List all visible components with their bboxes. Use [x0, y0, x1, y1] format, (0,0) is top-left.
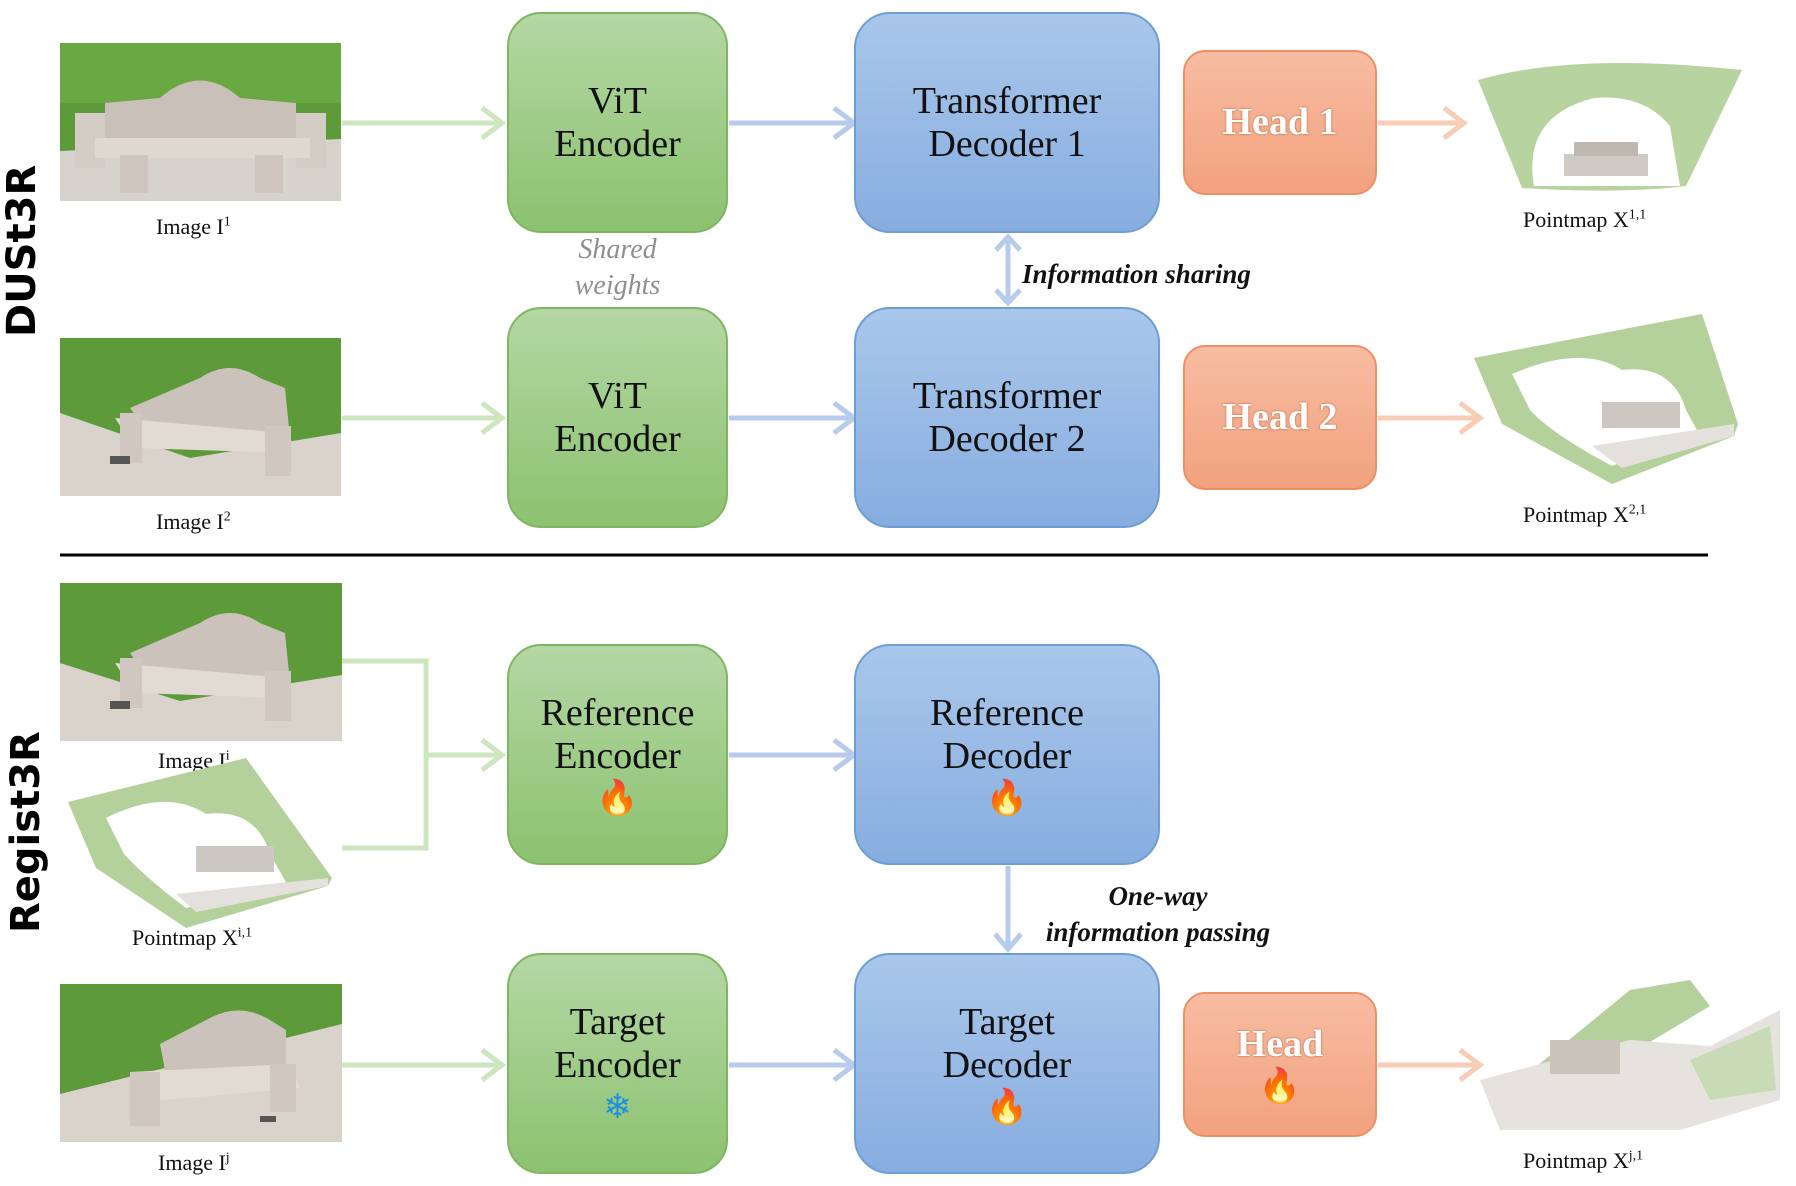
pointmap-2-image [1472, 314, 1740, 484]
shared-weights-label: Shared weights [574, 234, 661, 301]
arrow-imagej-to-target-encoder [342, 1048, 507, 1082]
image-1-caption: Image I1 [156, 214, 231, 239]
image-1-photo [60, 43, 341, 201]
pointmap-i-caption: Pointmap Xi,1 [132, 925, 253, 950]
image-i-photo [60, 583, 342, 741]
vit-encoder-1: ViT Encoder [507, 12, 728, 233]
arrow-one-way-passing [993, 866, 1023, 953]
snowflake-icon: ❄ [603, 1088, 632, 1126]
arrow-reference-inputs-to-encoder [342, 658, 507, 851]
pointmap-j-caption: Pointmap Xj,1 [1523, 1148, 1644, 1173]
fire-icon: 🔥 [1258, 1068, 1302, 1105]
fire-icon: 🔥 [596, 779, 639, 817]
information-sharing-label: Information sharing [1022, 259, 1251, 289]
pointmap-2-caption: Pointmap X2,1 [1523, 502, 1647, 527]
arrow-image1-to-encoder [342, 106, 507, 140]
arrow-information-sharing [994, 233, 1022, 307]
image-2-photo [60, 338, 341, 496]
vit-encoder-2: ViT Encoder [507, 307, 728, 528]
arrow-head1-to-pointmap [1378, 106, 1469, 140]
arrow-image2-to-encoder [342, 401, 507, 435]
arrow-head2-to-pointmap [1378, 401, 1485, 435]
target-encoder: Target Encoder ❄ [507, 953, 728, 1174]
fire-icon: 🔥 [985, 779, 1029, 817]
head: Head 🔥 [1183, 992, 1377, 1137]
arrow-encoder1-to-decoder1 [729, 106, 859, 140]
one-way-passing-label: One-way information passing [1045, 881, 1271, 947]
head-2: Head 2 [1183, 345, 1377, 490]
arrow-target-encoder-to-decoder [729, 1048, 859, 1082]
pointmap-i-image [66, 758, 334, 928]
arrow-refencoder-to-refdecoder [729, 738, 859, 772]
pointmap-1-caption: Pointmap X1,1 [1523, 207, 1647, 232]
arrow-head-to-pointmap-j [1378, 1048, 1485, 1082]
head-1: Head 1 [1183, 50, 1377, 195]
pointmap-j-image [1480, 980, 1780, 1130]
pointmap-1-image [1474, 56, 1746, 194]
fire-icon: 🔥 [985, 1088, 1029, 1126]
image-j-photo [60, 984, 342, 1142]
transformer-decoder-1: Transformer Decoder 1 [854, 12, 1160, 233]
image-2-caption: Image I2 [156, 509, 231, 534]
reference-decoder: Reference Decoder 🔥 [854, 644, 1160, 865]
section-label-dust3r: DUSt3R [0, 164, 45, 337]
transformer-decoder-2: Transformer Decoder 2 [854, 307, 1160, 528]
reference-encoder: Reference Encoder 🔥 [507, 644, 728, 865]
image-j-caption: Image Ij [158, 1150, 230, 1175]
target-decoder: Target Decoder 🔥 [854, 953, 1160, 1174]
arrow-encoder2-to-decoder2 [729, 401, 859, 435]
section-label-regist3r: Regist3R [3, 731, 49, 933]
